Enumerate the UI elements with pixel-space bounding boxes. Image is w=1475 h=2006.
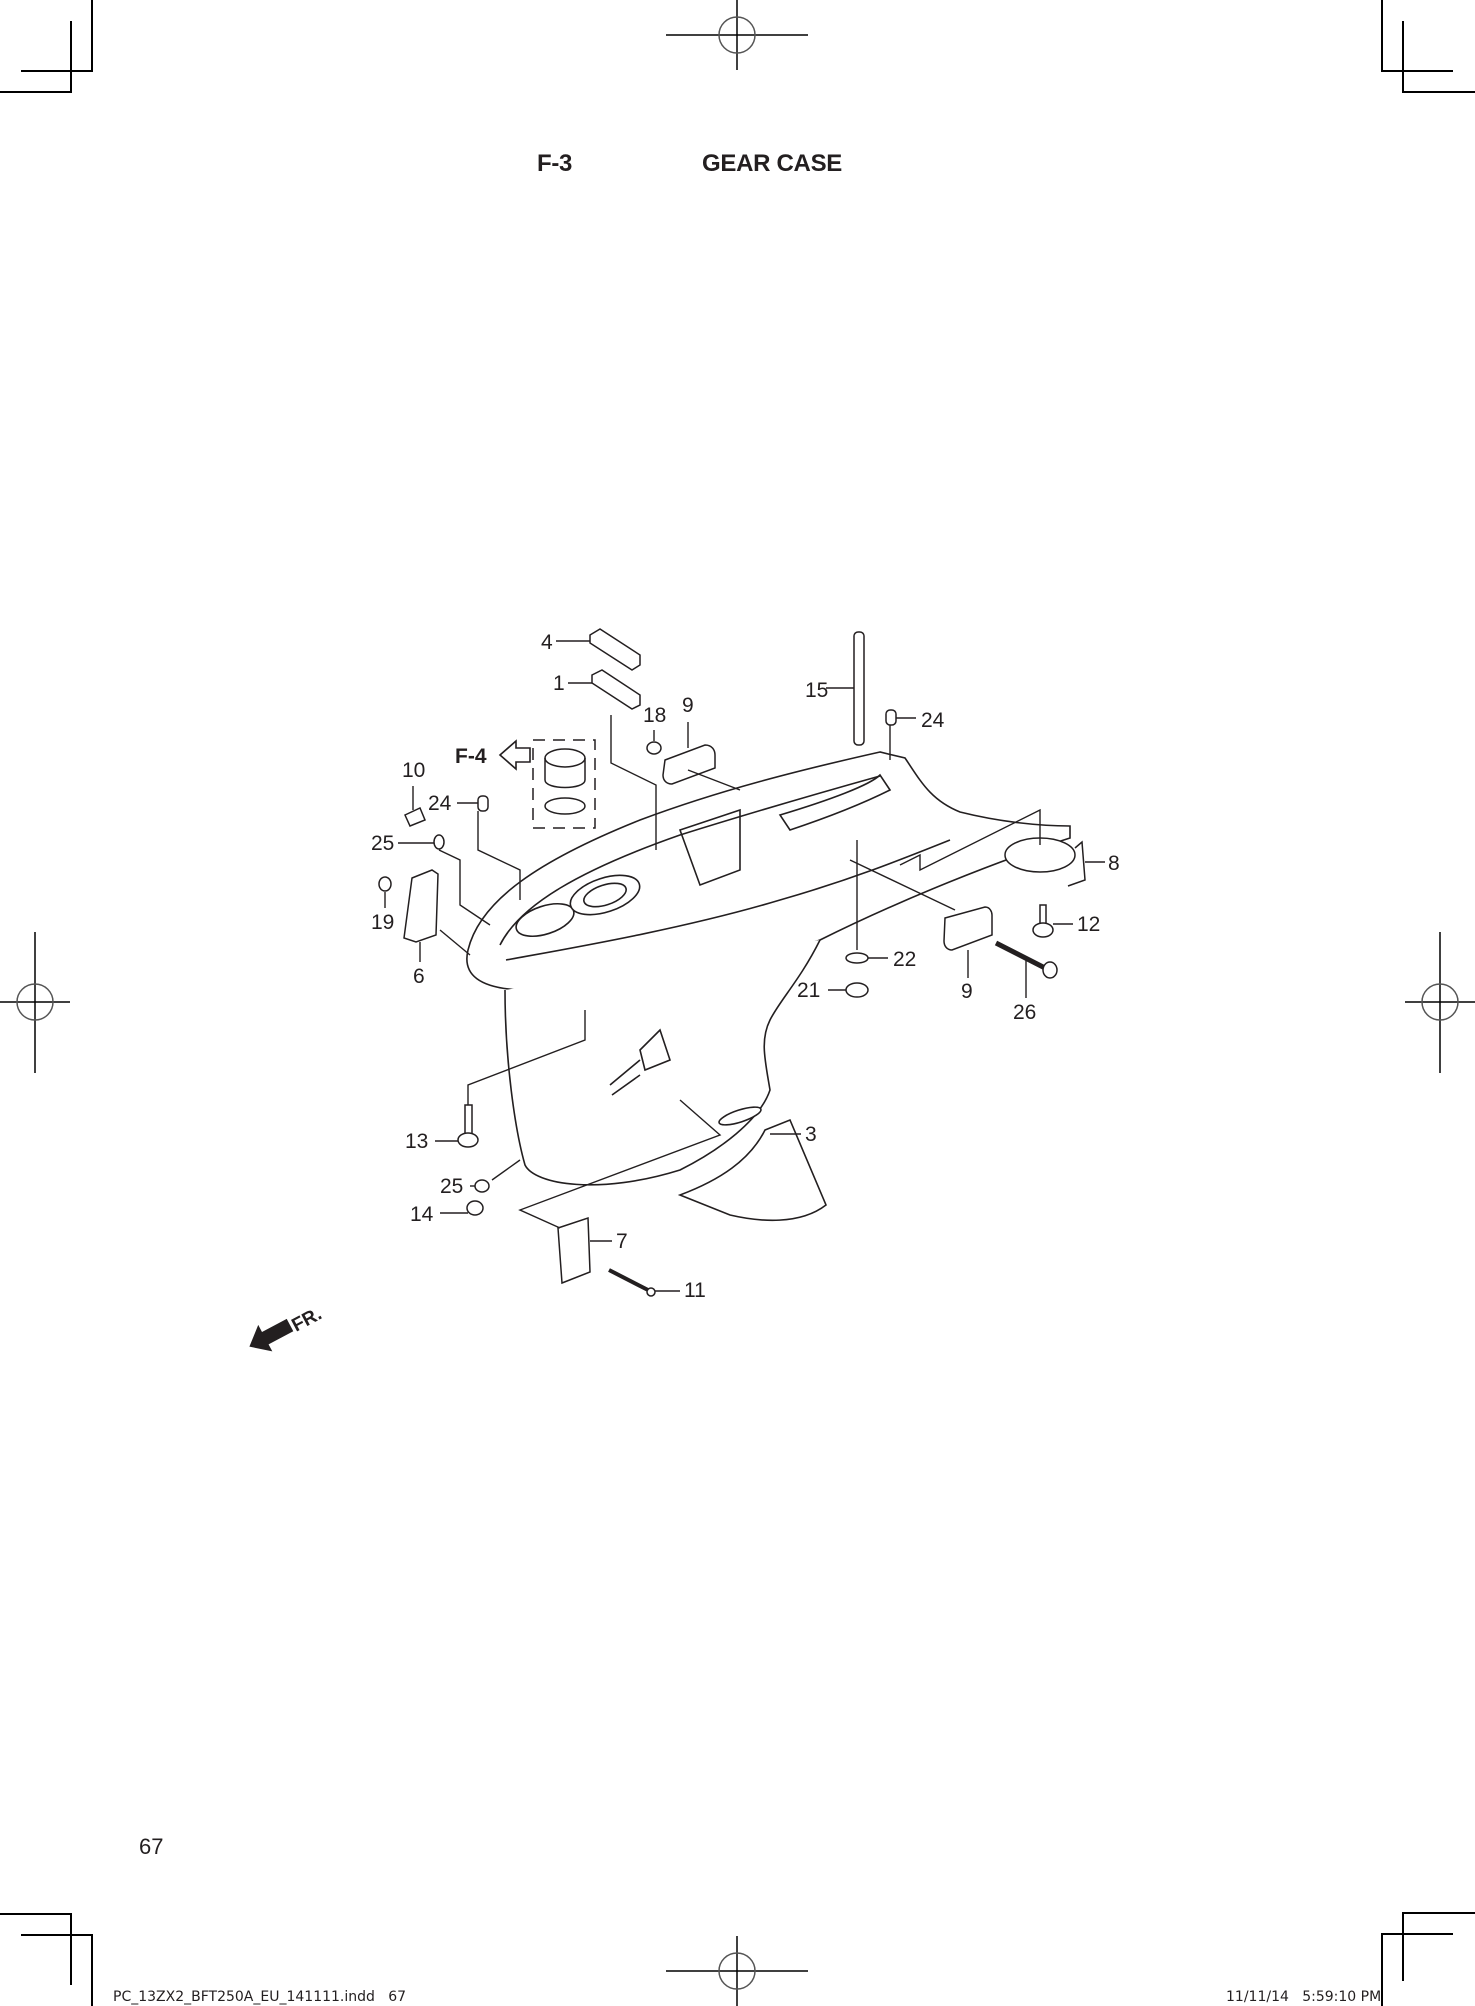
callout-7: 7 [616, 1230, 628, 1253]
arrow-left-icon [498, 739, 531, 771]
callout-12: 12 [1077, 913, 1100, 936]
part-21-nut [845, 982, 869, 998]
callout-22: 22 [893, 948, 916, 971]
part-24-dowel-a [885, 709, 897, 726]
part-10-screw [404, 806, 426, 827]
callout-25: 25 [440, 1175, 463, 1198]
part-18-nut [646, 741, 662, 755]
circlip [544, 797, 586, 815]
part-22-washer [845, 952, 869, 964]
file-slug: PC_13ZX2_BFT250A_EU_141111.indd 67 [113, 1989, 407, 2005]
f4-reference-box [532, 739, 596, 829]
callout-1: 1 [553, 672, 565, 695]
part-4-spacer [589, 628, 641, 671]
part-7-anode-plate [557, 1216, 591, 1285]
part-1-channel [591, 669, 641, 710]
part-19-nut [378, 876, 392, 892]
callout-8: 8 [1108, 852, 1120, 875]
front-label: FR. [288, 1304, 325, 1337]
callout-10: 10 [402, 759, 425, 782]
part-25-washer-a [433, 834, 445, 850]
callout-labels: 4 1 18 9 15 24 10 24 25 19 6 8 12 22 21 … [371, 631, 1120, 1302]
callout-24: 24 [428, 792, 452, 815]
gear-case-body [466, 751, 1071, 1222]
page-number: 67 [139, 1834, 164, 1859]
callout-21: 21 [797, 979, 820, 1002]
part-11-screw [608, 1268, 649, 1292]
callout-25: 25 [371, 832, 394, 855]
parts [378, 628, 1086, 1297]
part-24-dowel-b [477, 795, 489, 812]
front-arrow-icon [249, 1318, 294, 1352]
callout-26: 26 [1013, 1001, 1036, 1024]
callout-13: 13 [405, 1130, 428, 1153]
part-6-plate [403, 869, 439, 943]
callout-9: 9 [682, 694, 694, 717]
callout-15: 15 [805, 679, 828, 702]
callout-9: 9 [961, 980, 973, 1003]
callout-24: 24 [921, 709, 945, 732]
part-9-anode-upper [662, 744, 716, 785]
print-timestamp: 11/11/14 5:59:10 PM [1226, 1989, 1382, 2005]
section-title: GEAR CASE [702, 150, 842, 177]
callout-6: 6 [413, 965, 425, 988]
part-26-bolt [994, 940, 1047, 971]
part-14-plug [466, 1200, 484, 1216]
callout-4: 4 [541, 631, 553, 654]
front-direction-indicator: FR. [249, 1304, 325, 1352]
part-25-washer-b [474, 1179, 490, 1193]
part-13-bolt [464, 1104, 473, 1136]
f4-reference-arrow[interactable]: F-4 [455, 739, 531, 771]
callout-3: 3 [805, 1123, 817, 1146]
f4-reference-label: F-4 [455, 745, 487, 768]
leader-lines [384, 640, 1105, 1292]
callout-14: 14 [410, 1203, 434, 1226]
callout-11: 11 [684, 1279, 706, 1302]
callout-18: 18 [643, 704, 666, 727]
part-9-anode-lower [943, 906, 993, 951]
part-15-stud [853, 631, 865, 746]
section-code: F-3 [537, 150, 573, 177]
callout-19: 19 [371, 911, 394, 934]
